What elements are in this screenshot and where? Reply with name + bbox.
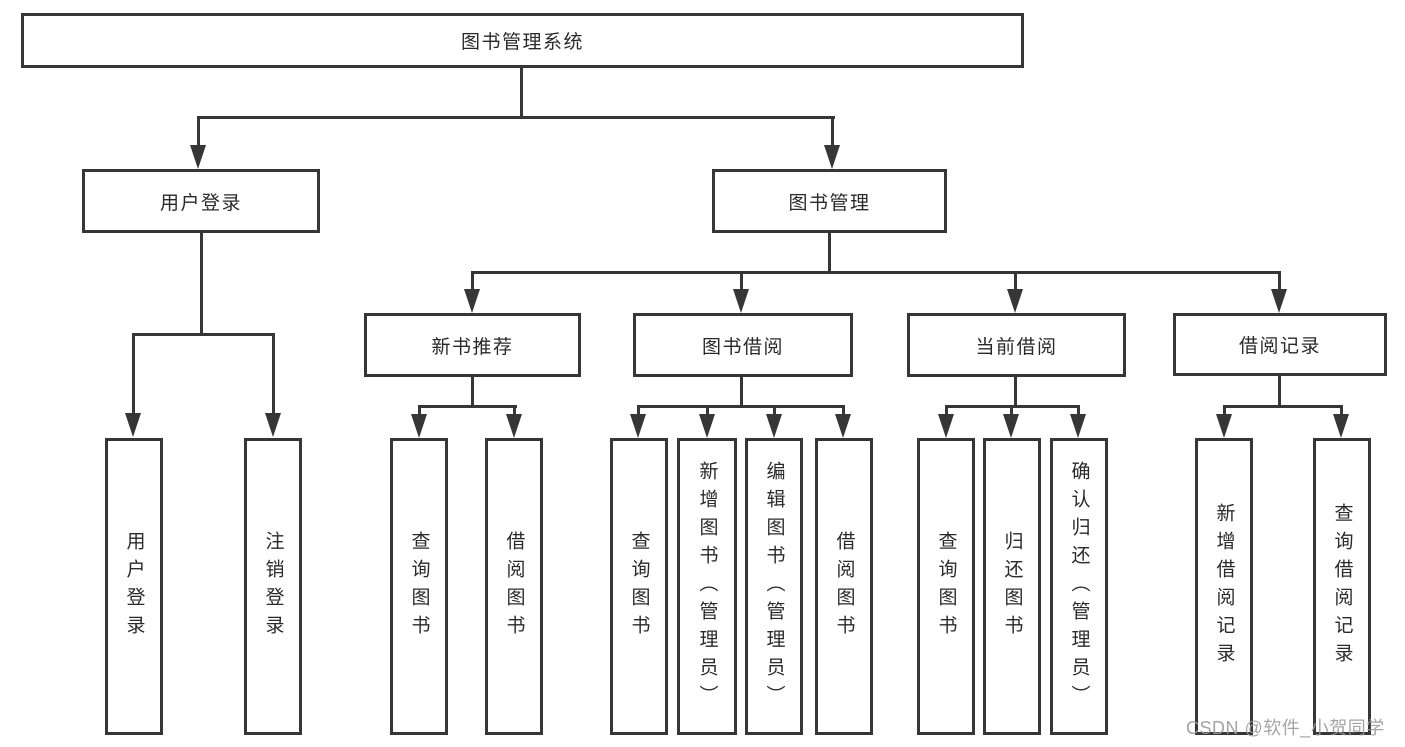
arrow-down-icon bbox=[1003, 414, 1019, 438]
leaf-label: 注销登录 bbox=[262, 530, 284, 643]
leaf-label: 用户登录 bbox=[123, 530, 145, 643]
arrow-down-icon bbox=[1216, 414, 1232, 438]
arrow-down-icon bbox=[1271, 289, 1287, 313]
connector-line bbox=[1077, 405, 1080, 417]
connector-line bbox=[945, 405, 948, 417]
connector-line bbox=[471, 271, 474, 291]
node-book-borrowing: 图书借阅 bbox=[633, 313, 853, 377]
leaf-borrow-books-recommend: 借阅图书 bbox=[485, 438, 543, 735]
connector-line bbox=[418, 405, 421, 417]
leaf-label: 查询借阅记录 bbox=[1331, 502, 1353, 671]
connector-line bbox=[513, 405, 516, 417]
node-new-book-recommend: 新书推荐 bbox=[364, 313, 581, 377]
leaf-label: 新增借阅记录 bbox=[1213, 502, 1235, 671]
connector-line bbox=[828, 231, 831, 273]
connector-line bbox=[418, 405, 517, 408]
connector-line bbox=[1278, 375, 1281, 407]
leaf-add-books-admin: 新增图书（管理员） bbox=[677, 438, 737, 735]
connector-line bbox=[1340, 405, 1343, 417]
leaf-label: 查询图书 bbox=[408, 530, 430, 643]
arrow-down-icon bbox=[766, 414, 782, 438]
arrow-down-icon bbox=[464, 289, 480, 313]
leaf-edit-books-admin: 编辑图书（管理员） bbox=[745, 438, 803, 735]
leaf-query-books-borrowing: 查询图书 bbox=[610, 438, 668, 735]
arrow-down-icon bbox=[125, 413, 141, 437]
arrow-down-icon bbox=[411, 414, 427, 438]
leaf-label: 查询图书 bbox=[628, 530, 650, 643]
arrow-down-icon bbox=[190, 145, 206, 169]
connector-line bbox=[637, 405, 640, 417]
connector-line bbox=[773, 405, 776, 417]
leaf-label: 新增图书（管理员） bbox=[696, 460, 718, 713]
leaf-query-books-recommend: 查询图书 bbox=[390, 438, 448, 735]
node-borrowing-records: 借阅记录 bbox=[1173, 313, 1387, 376]
connector-line bbox=[740, 271, 743, 291]
arrow-down-icon bbox=[824, 145, 840, 169]
leaf-label: 编辑图书（管理员） bbox=[763, 460, 785, 713]
connector-line bbox=[1010, 405, 1013, 417]
connector-line bbox=[1278, 271, 1281, 291]
node-current-borrowing: 当前借阅 bbox=[907, 313, 1126, 377]
arrow-down-icon bbox=[1007, 289, 1023, 313]
connector-line bbox=[1014, 375, 1017, 407]
leaf-confirm-return-admin: 确认归还（管理员） bbox=[1050, 438, 1108, 735]
leaf-return-books: 归还图书 bbox=[983, 438, 1041, 735]
leaf-user-login: 用户登录 bbox=[105, 438, 163, 735]
arrow-down-icon bbox=[1070, 414, 1086, 438]
arrow-down-icon bbox=[699, 414, 715, 438]
connector-line bbox=[740, 375, 743, 407]
leaf-logout-login: 注销登录 bbox=[244, 438, 302, 735]
node-book-management: 图书管理 bbox=[712, 169, 947, 233]
leaf-label: 借阅图书 bbox=[503, 530, 525, 643]
leaf-label: 查询图书 bbox=[935, 530, 957, 643]
arrow-down-icon bbox=[265, 413, 281, 437]
arrow-down-icon bbox=[630, 414, 646, 438]
connector-line bbox=[471, 271, 1281, 274]
connector-line bbox=[471, 375, 474, 407]
connector-line bbox=[1014, 271, 1017, 291]
arrow-down-icon bbox=[506, 414, 522, 438]
connector-line bbox=[132, 333, 275, 336]
connector-line bbox=[132, 333, 135, 415]
arrow-down-icon bbox=[1333, 414, 1349, 438]
connector-line bbox=[1223, 405, 1226, 417]
connector-line bbox=[272, 333, 275, 415]
leaf-label: 借阅图书 bbox=[833, 530, 855, 643]
arrow-down-icon bbox=[938, 414, 954, 438]
arrow-down-icon bbox=[835, 414, 851, 438]
connector-line bbox=[831, 116, 834, 147]
leaf-query-books-current: 查询图书 bbox=[917, 438, 975, 735]
arrow-down-icon bbox=[733, 289, 749, 313]
connector-line bbox=[200, 231, 203, 335]
leaf-borrow-books-borrowing: 借阅图书 bbox=[815, 438, 873, 735]
connector-line bbox=[520, 66, 523, 119]
leaf-add-borrow-record: 新增借阅记录 bbox=[1195, 438, 1253, 735]
leaf-label: 归还图书 bbox=[1001, 530, 1023, 643]
connector-line bbox=[197, 116, 200, 147]
node-user-login: 用户登录 bbox=[82, 169, 320, 233]
connector-line bbox=[706, 405, 709, 417]
connector-line bbox=[197, 116, 835, 119]
connector-line bbox=[842, 405, 845, 417]
node-root: 图书管理系统 bbox=[21, 13, 1024, 68]
leaf-label: 确认归还（管理员） bbox=[1068, 460, 1090, 713]
watermark: CSDN @软件_小贺同学 bbox=[1186, 718, 1385, 738]
connector-line bbox=[637, 405, 845, 408]
leaf-query-borrow-record: 查询借阅记录 bbox=[1313, 438, 1371, 735]
connector-line bbox=[1223, 405, 1343, 408]
